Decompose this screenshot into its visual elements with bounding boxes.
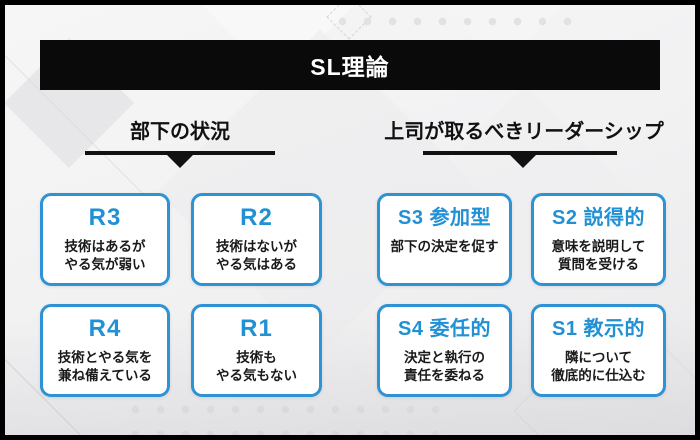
down-triangle-icon [166, 154, 194, 168]
left-section-header: 部下の状況 [130, 121, 230, 143]
card-r2-body: 技術はないが やる気はある [216, 239, 297, 272]
page-title: SL理論 [310, 54, 390, 80]
card-r2: R2 技術はないが やる気はある [191, 193, 322, 286]
card-r3: R3 技術はあるが やる気が弱い [40, 193, 170, 286]
card-r4: R4 技術とやる気を 兼ね備えている [40, 304, 170, 397]
card-s3-body: 部下の決定を促す [390, 239, 499, 254]
card-r2-title: R2 [240, 204, 273, 231]
card-r1: R1 技術も やる気もない [191, 304, 322, 397]
card-s1: S1 教示的 隣について 徹底的に仕込む [531, 304, 666, 397]
title-bar: SL理論 [40, 40, 660, 90]
down-triangle-icon [509, 154, 537, 168]
card-s3-title: S3 参加型 [397, 207, 492, 229]
card-r4-title: R4 [88, 315, 122, 342]
card-s1-title: S1 教示的 [551, 318, 646, 340]
card-s2-title: S2 説得的 [551, 207, 646, 229]
card-r1-body: 技術も やる気もない [216, 350, 297, 383]
card-s4-title: S4 委任的 [397, 318, 492, 340]
right-header-underline [423, 151, 617, 155]
right-section-header: 上司が取るべきリーダーシップ [384, 121, 664, 143]
card-r1-title: R1 [240, 315, 273, 342]
card-r3-body: 技術はあるが やる気が弱い [64, 239, 146, 272]
card-s3: S3 参加型 部下の決定を促す [377, 193, 512, 286]
card-r3-title: R3 [88, 204, 122, 231]
card-s4: S4 委任的 決定と執行の 責任を委ねる [377, 304, 512, 397]
card-s2-body: 意味を説明して 質問を受ける [551, 239, 646, 272]
deco-dot-grid [123, 397, 453, 435]
card-s2: S2 説得的 意味を説明して 質問を受ける [531, 193, 666, 286]
card-s1-body: 隣について 徹底的に仕込む [551, 350, 646, 383]
card-s4-body: 決定と執行の 責任を委ねる [404, 350, 485, 383]
card-r4-body: 技術とやる気を 兼ね備えている [57, 350, 153, 383]
left-header-underline [85, 151, 275, 155]
